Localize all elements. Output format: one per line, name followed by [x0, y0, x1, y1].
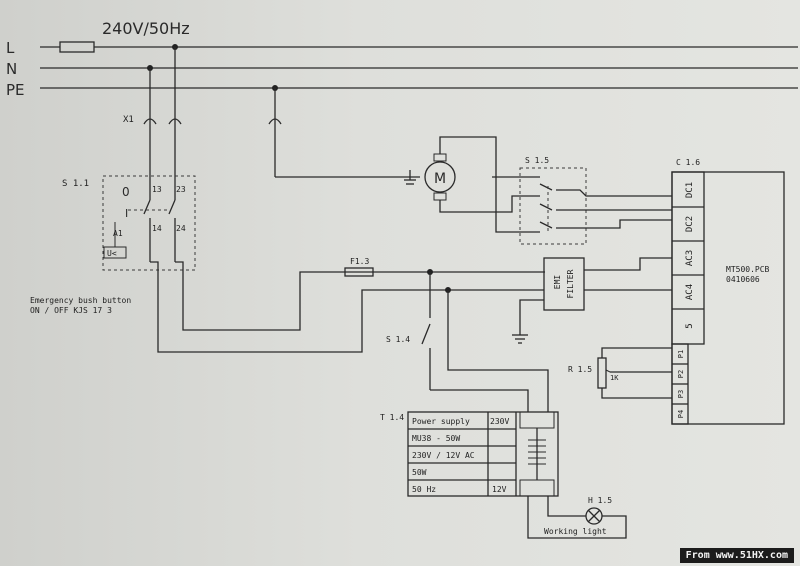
- pot-value: 1K: [610, 374, 619, 382]
- s11-terminal-24: 24: [176, 224, 186, 233]
- pot-wiring: [601, 347, 672, 399]
- potentiometer: [597, 357, 607, 389]
- line-PE-label: PE: [6, 81, 25, 99]
- emi-filter: [543, 257, 585, 311]
- transformer-row-3: 230V / 12V AC: [412, 451, 475, 460]
- s15-label: S 1.5: [525, 156, 549, 165]
- emergency-caption-1: Emergency bush button: [30, 296, 131, 305]
- s11-terminal-a1: A1: [113, 229, 123, 238]
- pcb-terminal-5: 5: [685, 323, 695, 328]
- supply-rails: [40, 46, 798, 89]
- s11-on-symbol: I: [125, 207, 128, 220]
- motor-label: M: [434, 171, 446, 187]
- transformer-row-4: 50W: [412, 468, 427, 477]
- transformer-row-5: 50 Hz: [412, 485, 436, 494]
- emi-label-1: EMI: [553, 275, 562, 290]
- s11-terminal-13: 13: [152, 185, 162, 194]
- supply-voltage: 240V/50Hz: [102, 19, 190, 38]
- undervoltage-label: U<: [107, 249, 117, 258]
- transformer-input-voltage: 230V: [490, 417, 509, 426]
- source-watermark: From www.51HX.com: [679, 548, 794, 563]
- motor: [424, 161, 456, 193]
- s11-terminal-23: 23: [176, 185, 186, 194]
- transformer-row-1: Power supply: [412, 417, 470, 426]
- pcb-terminal-dividers: [672, 206, 704, 310]
- transformer-output-voltage: 12V: [492, 485, 507, 494]
- s11-label: S 1.1: [62, 179, 89, 189]
- pcb-pin-p1: P1: [677, 350, 685, 358]
- s11-switch-frame: [102, 175, 196, 271]
- pcb-terminal-dc1: DC1: [685, 182, 695, 198]
- transformer-table: [407, 411, 559, 497]
- s14-switch: [421, 272, 549, 412]
- c16-label: C 1.6: [676, 158, 700, 167]
- line-L-label: L: [6, 39, 15, 57]
- motor-wiring: [404, 136, 540, 233]
- s11-contacts: [114, 185, 176, 262]
- fuse-f13: [344, 267, 374, 277]
- s11-off-symbol: 0: [122, 185, 130, 199]
- transformer-row-2: MU38 - 50W: [412, 434, 460, 443]
- transformer-grid: [408, 411, 555, 497]
- s14-label: S 1.4: [386, 335, 410, 344]
- s11-feed-wires: [150, 261, 545, 353]
- pot-label: R 1.5: [568, 365, 592, 374]
- s15-contacts: [539, 183, 672, 232]
- emi-label-2: FILTER: [566, 269, 575, 298]
- x1-label: X1: [123, 115, 134, 125]
- pcb-terminal-dc2: DC2: [685, 216, 695, 232]
- emi-wiring: [512, 257, 672, 344]
- transformer-label: T 1.4: [380, 413, 404, 422]
- s11-terminal-14: 14: [152, 224, 162, 233]
- ln-feeds: [149, 47, 420, 185]
- pcb-terminal-ac3: AC3: [685, 250, 695, 266]
- pcb-name: MT500.PCB: [726, 265, 770, 274]
- x1-connector: [143, 118, 282, 125]
- pcb-pin-p4: P4: [677, 410, 685, 418]
- lamp-label: H 1.5: [588, 496, 612, 505]
- s15-switch-frame: [519, 167, 587, 245]
- pcb-code: 0410606: [726, 275, 760, 284]
- pcb-terminal-ac4: AC4: [685, 284, 695, 300]
- line-N-label: N: [6, 60, 17, 78]
- pcb-pin-p2: P2: [677, 370, 685, 378]
- lamp-caption: Working light: [544, 527, 607, 536]
- lamp-wiring: [527, 496, 627, 539]
- pcb-pin-dividers: [672, 363, 688, 405]
- emergency-caption-2: ON / OFF KJS 17 3: [30, 306, 112, 315]
- pcb-pin-p3: P3: [677, 390, 685, 398]
- main-fuse: [59, 41, 95, 53]
- fuse-f13-label: F1.3: [350, 257, 369, 266]
